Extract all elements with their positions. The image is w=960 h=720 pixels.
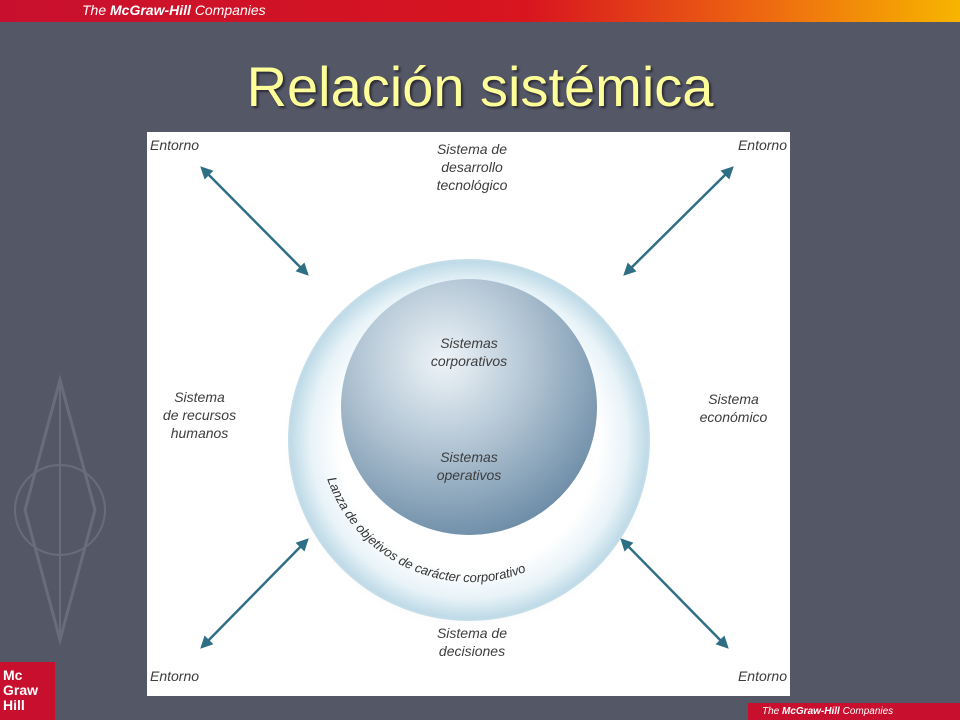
header-brand-prefix: The	[82, 2, 107, 18]
system-label-right: Sistema económico	[699, 391, 768, 425]
system-label-bottom: Sistema de decisiones	[436, 625, 508, 659]
page-title: Relación sistémica	[246, 55, 714, 118]
bottom-brand-bar: The McGraw-Hill Companies	[748, 703, 960, 720]
compass-watermark	[14, 374, 106, 646]
footer-brand-name: McGraw-Hill	[782, 706, 840, 717]
top-brand-bar: The McGraw-Hill Companies	[0, 0, 960, 22]
arrow-bottom-right	[620, 538, 729, 649]
inner-label-corporate: Sistemas corporativos	[430, 335, 508, 369]
footer-brand-suffix: Companies	[842, 706, 894, 717]
system-label-top: Sistema de desarrollo tecnológico	[436, 141, 508, 193]
header-brand-name: McGraw-Hill	[110, 2, 191, 18]
arrow-top-left	[200, 166, 309, 276]
inner-label-operative: Sistemas operativos	[436, 449, 502, 483]
header-brand: The McGraw-Hill Companies	[82, 2, 266, 18]
footer-brand-prefix: The	[762, 706, 780, 717]
header-brand-suffix: Companies	[194, 2, 266, 18]
corner-label-bottom-left: Entorno	[150, 668, 200, 684]
inner-sphere	[341, 279, 597, 535]
arrow-top-right	[623, 166, 734, 276]
mcgraw-hill-logo: Mc Graw Hill	[0, 662, 55, 720]
arrow-bottom-left	[200, 538, 309, 649]
system-diagram: Lanza de objetivos de carácter corporati…	[147, 132, 790, 696]
diagram-graphics: Lanza de objetivos de carácter corporati…	[200, 166, 734, 649]
system-label-left: Sistema de recursos humanos	[162, 389, 237, 441]
corner-label-top-left: Entorno	[150, 137, 200, 153]
corner-label-top-right: Entorno	[737, 137, 787, 153]
corner-label-bottom-right: Entorno	[737, 668, 787, 684]
